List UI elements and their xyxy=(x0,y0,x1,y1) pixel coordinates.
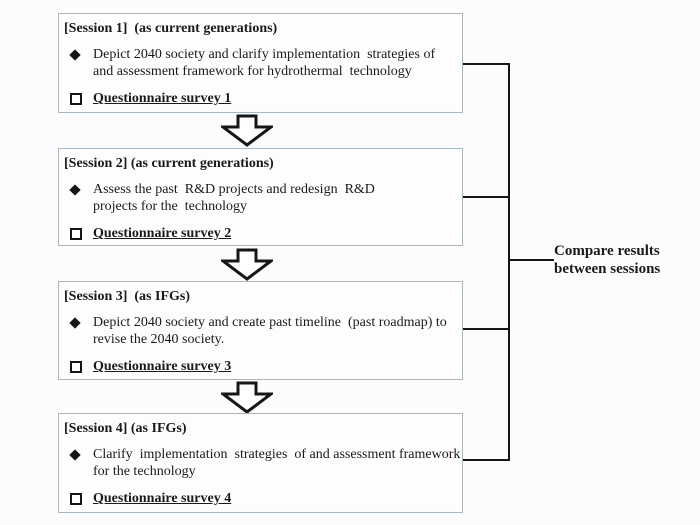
session-2-survey-label: Questionnaire survey 2 xyxy=(93,226,232,242)
session-3-survey-label: Questionnaire survey 3 xyxy=(93,359,232,375)
square-bullet-icon xyxy=(70,93,82,106)
diamond-bullet-icon xyxy=(69,49,81,61)
down-arrow-icon xyxy=(221,248,273,281)
connector-line-session-2 xyxy=(463,196,510,198)
session-2-bullet-text: Assess the past R&D projects and redesig… xyxy=(93,182,375,214)
bracket-branch-line xyxy=(510,259,554,261)
diamond-bullet-icon xyxy=(69,449,81,461)
session-1-survey-label: Questionnaire survey 1 xyxy=(93,91,232,107)
session-1-box: [Session 1] (as current generations) Dep… xyxy=(58,13,463,113)
session-4-bullet-row: Clarify implementation strategies of and… xyxy=(64,447,460,480)
session-4-bullet-text: Clarify implementation strategies of and… xyxy=(93,447,461,479)
session-2-box: [Session 2] (as current generations) Ass… xyxy=(58,148,463,246)
session-4-survey-label: Questionnaire survey 4 xyxy=(93,491,232,507)
session-4-title: [Session 4] (as IFGs) xyxy=(64,421,187,436)
session-1-bullet-row: Depict 2040 society and clarify implemen… xyxy=(64,47,454,80)
session-3-survey-row: Questionnaire survey 3 xyxy=(64,359,454,375)
bracket-vertical-line xyxy=(508,63,510,461)
square-bullet-icon xyxy=(70,228,82,241)
session-1-bullet-text: Depict 2040 society and clarify implemen… xyxy=(93,47,436,79)
session-4-survey-row: Questionnaire survey 4 xyxy=(64,491,454,507)
session-2-survey-row: Questionnaire survey 2 xyxy=(64,226,454,242)
connector-line-session-1 xyxy=(463,63,510,65)
connector-line-session-4 xyxy=(463,459,510,461)
session-3-bullet-text: Depict 2040 society and create past time… xyxy=(93,315,447,347)
diamond-bullet-icon xyxy=(69,317,81,329)
square-bullet-icon xyxy=(70,361,82,374)
session-2-bullet-row: Assess the past R&D projects and redesig… xyxy=(64,182,454,215)
session-3-bullet-row: Depict 2040 society and create past time… xyxy=(64,315,454,348)
session-1-survey-row: Questionnaire survey 1 xyxy=(64,91,454,107)
session-1-title: [Session 1] (as current generations) xyxy=(64,21,278,36)
square-bullet-icon xyxy=(70,493,82,506)
session-2-title: [Session 2] (as current generations) xyxy=(64,156,274,171)
down-arrow-icon xyxy=(221,381,273,414)
down-arrow-icon xyxy=(221,114,273,147)
diamond-bullet-icon xyxy=(69,184,81,196)
session-3-box: [Session 3] (as IFGs) Depict 2040 societ… xyxy=(58,281,463,380)
session-4-box: [Session 4] (as IFGs) Clarify implementa… xyxy=(58,413,463,513)
compare-results-label: Compare results between sessions xyxy=(554,243,661,277)
session-3-title: [Session 3] (as IFGs) xyxy=(64,289,191,304)
connector-line-session-3 xyxy=(463,328,510,330)
